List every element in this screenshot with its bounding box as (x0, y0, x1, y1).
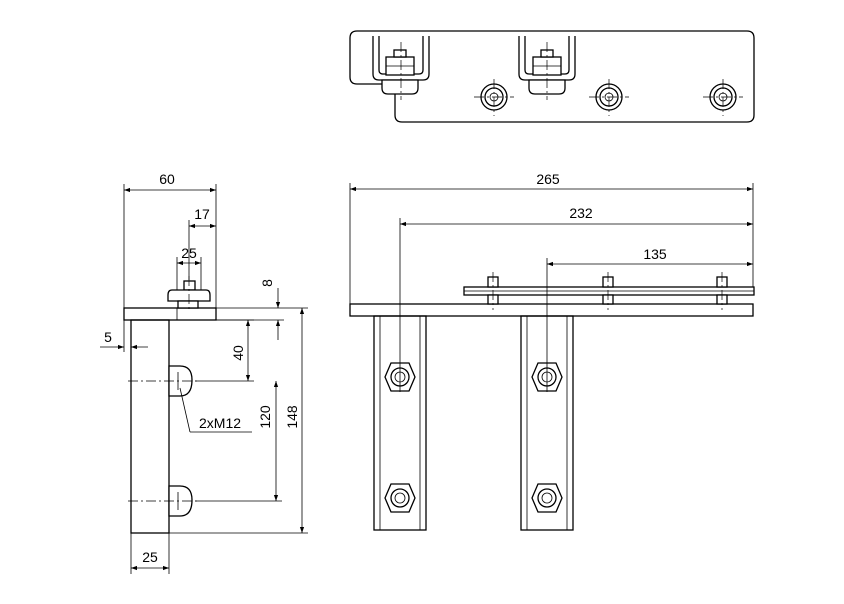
bolt-callout: 2xM12 (199, 415, 241, 431)
dim-front-length-135: 135 (643, 246, 667, 262)
front-nut-left-lower (384, 483, 416, 513)
dim-side-bolt-offset: 40 (230, 345, 246, 361)
side-top-bolt (167, 276, 211, 312)
front-view: 265 232 135 (349, 171, 755, 531)
front-stud-3 (716, 272, 728, 310)
top-hole-2 (589, 79, 629, 116)
front-stud-1 (487, 272, 499, 310)
dim-side-plate-thickness: 8 (259, 279, 275, 287)
side-plate (123, 307, 217, 321)
dim-side-bolt-width: 25 (181, 245, 197, 261)
top-view-outline (349, 30, 755, 123)
dim-side-total-height: 148 (284, 405, 300, 429)
dim-side-edge-offset: 5 (104, 329, 112, 345)
dim-side-offset: 17 (194, 206, 210, 222)
top-view (349, 30, 755, 123)
clamp-left (372, 36, 430, 100)
clamp-right (518, 36, 576, 100)
top-hole-1 (474, 79, 514, 116)
dim-side-bolt-spacing: 120 (257, 405, 273, 429)
dim-front-length-232: 232 (569, 205, 593, 221)
top-hole-3 (703, 79, 743, 116)
dim-side-width: 60 (159, 171, 175, 187)
side-view: 60 17 25 8 5 40 120 148 (100, 171, 308, 574)
front-nut-right-lower (531, 483, 563, 513)
dim-front-total-length: 265 (536, 171, 560, 187)
side-bar (130, 319, 170, 534)
side-bolt-lower (128, 485, 200, 517)
front-mounting-plate (349, 303, 754, 317)
front-stud-2 (602, 272, 614, 310)
side-bolt-upper (128, 365, 200, 397)
dim-side-bar-width: 25 (142, 549, 158, 565)
